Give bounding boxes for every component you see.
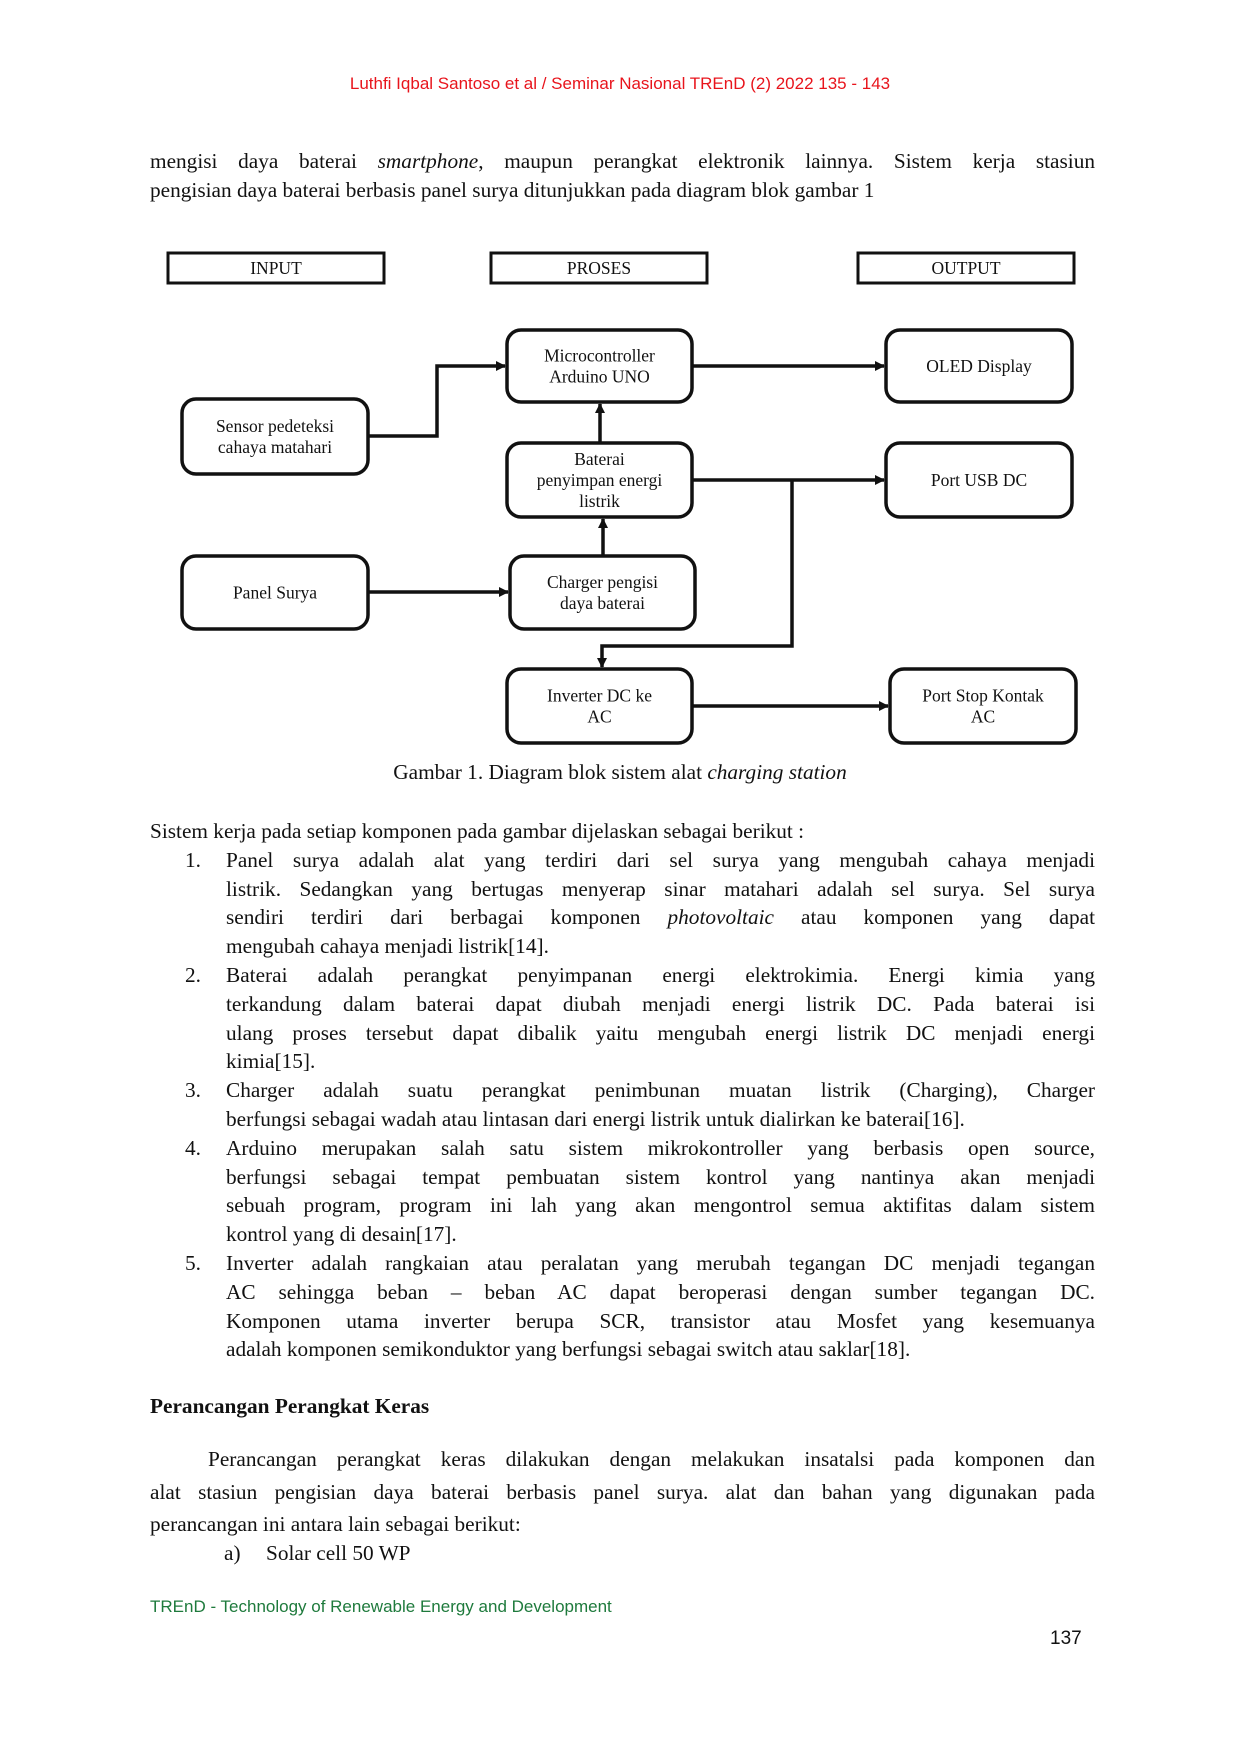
component-list: Sistem kerja pada setiap komponen pada g…: [150, 817, 1095, 1364]
section-body: Perancangan perangkat keras dilakukan de…: [150, 1443, 1095, 1541]
journal-footer: TREnD - Technology of Renewable Energy a…: [150, 1597, 612, 1616]
list-line: AC sehingga beban – beban AC dapat berop…: [226, 1279, 1095, 1304]
block-label: Inverter DC ke: [547, 686, 652, 706]
list-number: 3.: [185, 1078, 201, 1103]
list-line: berfungsi sebagai wadah atau lintasan da…: [226, 1106, 965, 1131]
list-number: 1.: [185, 847, 201, 872]
block-label: Arduino UNO: [549, 367, 650, 387]
block-label: Microcontroller: [544, 346, 655, 366]
list-line: terkandung dalam baterai dapat diubah me…: [226, 991, 1095, 1016]
italic-term: photovoltaic: [667, 905, 774, 930]
italic-term: smartphone: [377, 149, 479, 173]
list-line: Inverter adalah rangkaian atau peralatan…: [226, 1250, 1095, 1275]
column-header-label: OUTPUT: [931, 258, 1000, 278]
column-header-box-input: [166, 251, 386, 285]
block-label: Panel Surya: [233, 583, 317, 603]
list-intro: Sistem kerja pada setiap komponen pada g…: [150, 819, 805, 843]
list-number: 4.: [185, 1135, 201, 1160]
block-label: penyimpan energi: [537, 470, 663, 490]
arrow-baterai-inverter: [597, 480, 794, 668]
intro-paragraph: mengisi daya baterai smartphone, maupun …: [150, 147, 1095, 204]
materials-list: a) Solar cell 50 WP: [224, 1541, 411, 1566]
body-line: Perancangan perangkat keras dilakukan de…: [208, 1447, 1095, 1471]
block-label: Sensor pedeteksi: [216, 416, 334, 436]
column-header-box-proses: [489, 251, 709, 285]
body-line: perancangan ini antara lain sebagai beri…: [150, 1512, 521, 1536]
block-label: listrik: [579, 491, 620, 511]
material-label: a): [224, 1541, 241, 1565]
column-header-label: PROSES: [567, 258, 631, 278]
list-line: adalah komponen semikonduktor yang berfu…: [226, 1337, 911, 1362]
list-line: Baterai adalah perangkat penyimpanan ene…: [226, 962, 1095, 987]
page-number: 137: [1050, 1628, 1082, 1649]
arrow-sensor-microcontroller: [368, 361, 506, 438]
list-line: listrik. Sedangkan yang bertugas menyera…: [226, 876, 1095, 901]
list-line: mengubah cahaya menjadi listrik[14].: [226, 934, 549, 959]
block-box: [884, 328, 1074, 404]
block-box: [505, 667, 694, 745]
material-text: Solar cell 50 WP: [266, 1541, 411, 1565]
block-box: [888, 667, 1078, 745]
block-label: AC: [587, 707, 611, 727]
list-line: Panel surya adalah alat yang terdiri dar…: [226, 847, 1095, 872]
block-label: AC: [971, 707, 995, 727]
block-label: Port USB DC: [931, 470, 1027, 490]
list-line: sendiri terdiri dari berbagai komponen p…: [226, 905, 1095, 930]
block-label: cahaya matahari: [218, 437, 332, 457]
intro-line-1: mengisi daya baterai smartphone, maupun …: [150, 149, 1095, 173]
column-header-label: INPUT: [250, 258, 302, 278]
block-box: [505, 441, 694, 519]
block-oled: OLED Display: [884, 328, 1074, 404]
block-usb: Port USB DC: [884, 441, 1074, 519]
list-line: berfungsi sebagai tempat pembuatan siste…: [226, 1164, 1095, 1189]
running-header: Luthfi Iqbal Santoso et al / Seminar Nas…: [349, 74, 891, 93]
column-header-box-output: [856, 251, 1076, 285]
list-item: 4. Arduino merupakan salah satu sistem mi…: [150, 1134, 1095, 1249]
block-box: [508, 554, 697, 631]
block-box: [884, 441, 1074, 519]
intro-line-2: pengisian daya baterai berbasis panel su…: [150, 177, 875, 202]
section-heading: Perancangan Perangkat Keras: [150, 1394, 430, 1418]
list-line: Arduino merupakan salah satu sistem mikr…: [226, 1135, 1095, 1160]
block-box: [180, 554, 370, 631]
list-line: Charger adalah suatu perangkat penimbuna…: [226, 1078, 1095, 1103]
block-panel: Panel Surya: [180, 554, 370, 631]
figure-caption: Gambar 1. Diagram blok sistem alat charg…: [393, 760, 847, 784]
block-label: Baterai: [574, 449, 625, 469]
caption-italic: charging station: [707, 760, 847, 784]
list-item: 1. Panel surya adalah alat yang terdiri d…: [150, 846, 1095, 961]
body-line: alat stasiun pengisian daya baterai berb…: [150, 1479, 1095, 1504]
block-label: daya baterai: [560, 593, 645, 613]
list-number: 5.: [185, 1250, 201, 1275]
list-number: 2.: [185, 962, 201, 987]
list-item: 5. Inverter adalah rangkaian atau peralat…: [150, 1249, 1095, 1364]
block-diagram: INPUT PROSES OUTPUT MicrocontrollerArduino…: [166, 251, 1078, 745]
block-box: [180, 397, 370, 476]
block-label: OLED Display: [926, 356, 1032, 376]
block-box: [505, 328, 694, 404]
list-item: 3. Charger adalah suatu perangkat penimbu…: [150, 1076, 1095, 1134]
list-line: kimia[15].: [226, 1049, 316, 1074]
list-line: ulang proses tersebut dapat dibalik yait…: [226, 1020, 1095, 1045]
list-line: sebuah program, program ini lah yang aka…: [226, 1193, 1095, 1218]
list-line: kontrol yang di desain[17].: [226, 1222, 457, 1247]
list-item: 2. Baterai adalah perangkat penyimpanan e…: [150, 961, 1095, 1076]
list-line: Komponen utama inverter berupa SCR, tran…: [226, 1308, 1095, 1333]
block-label: Port Stop Kontak: [922, 686, 1044, 706]
block-label: Charger pengisi: [547, 572, 658, 592]
